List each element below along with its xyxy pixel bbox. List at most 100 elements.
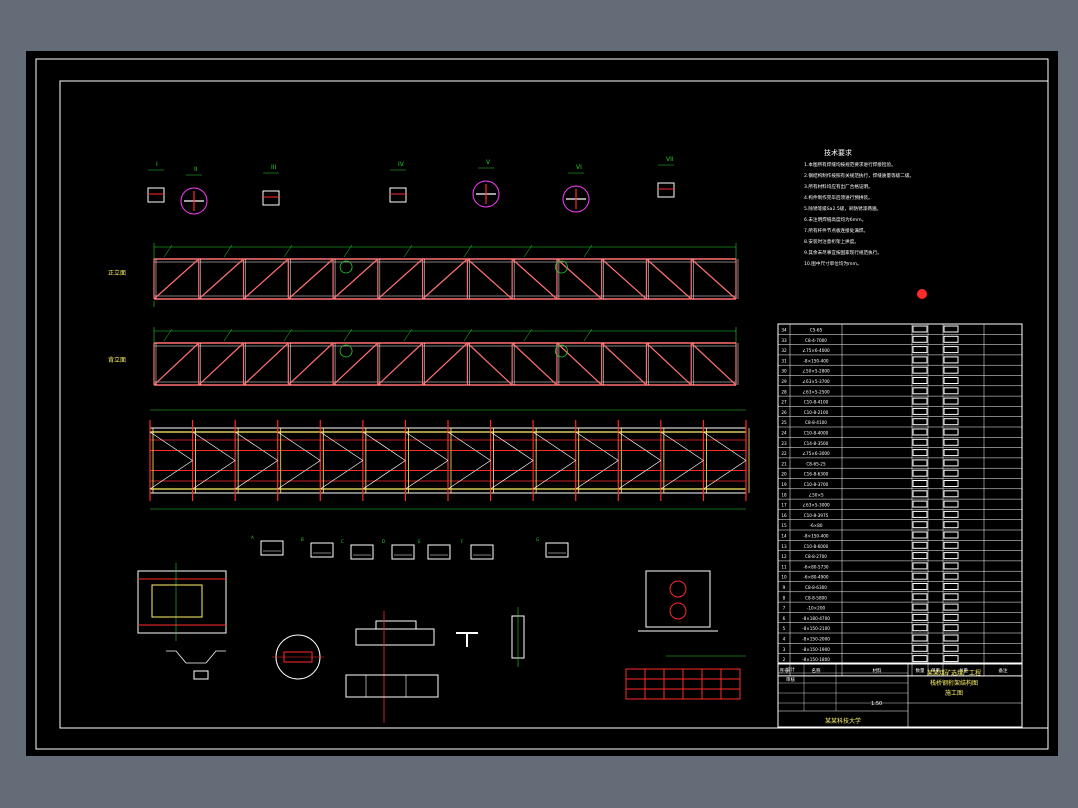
diagonal-member (422, 342, 468, 386)
diagonal-member (511, 258, 558, 300)
plan-bracing (703, 431, 747, 461)
part-name: C8-8-4100 (805, 420, 827, 425)
support-profile (166, 650, 226, 664)
part-name: C14-8-3500 (804, 441, 829, 446)
part-weight-cell (943, 480, 959, 487)
part-qty-cell (912, 335, 928, 343)
part-weight-cell (943, 346, 959, 354)
diagonal-member (556, 342, 603, 386)
part-name: ∠63×5-3700 (802, 379, 830, 384)
part-qty-cell (912, 418, 928, 426)
part-qty-cell (912, 644, 928, 652)
inner-frame (59, 80, 1049, 729)
plan-bracing (660, 460, 704, 490)
part-qty-cell (912, 438, 928, 446)
part-weight-cell (943, 655, 959, 663)
plan-bracing (575, 431, 619, 461)
parts-header-cell: 材料 (873, 667, 882, 674)
rebar-schedule-cell (682, 688, 703, 700)
node-detail-circle (555, 344, 568, 358)
part-number: 26 (781, 410, 787, 415)
section-label: VII (666, 156, 674, 163)
diagonal-member (198, 342, 244, 386)
part-name: ∠75×6-4000 (802, 348, 830, 353)
part-weight-cell (943, 593, 959, 601)
part-name: C8-8-5800 (805, 595, 827, 600)
part-name: C10-8-4000 (804, 431, 829, 436)
plan-bracing (320, 460, 364, 490)
plan-bracing (618, 431, 662, 461)
section-circle (562, 185, 590, 213)
part-qty-cell (912, 552, 928, 560)
part-name: -6×80-4900 (803, 575, 829, 580)
part-weight-cell (943, 521, 959, 529)
plan-bracing (532, 431, 576, 461)
part-number: 18 (781, 492, 787, 497)
part-name: C10-8-4100 (804, 400, 829, 405)
part-qty-cell (912, 500, 928, 508)
plan-bracing (277, 460, 321, 490)
section-label: III (271, 164, 277, 171)
section-label: V (486, 159, 491, 166)
leader-line (463, 244, 473, 258)
part-qty-cell (912, 510, 928, 518)
node-detail-circle (339, 344, 353, 358)
part-name: C8-65-25 (806, 461, 826, 466)
leader-line (523, 328, 533, 342)
plan-bracing (192, 431, 236, 461)
part-qty-cell (912, 655, 928, 663)
leader-line (163, 328, 173, 342)
notes-line: 2.钢结构制作按照有关规范执行，焊缝质量等级二级。 (804, 172, 914, 179)
notes-title: 技术要求 (824, 148, 852, 157)
part-name: ∠75×6-3000 (802, 451, 830, 456)
member-section-label: E (418, 539, 421, 544)
part-weight-cell (943, 624, 959, 632)
section-box (147, 187, 165, 203)
notes-line: 1.本图所有焊缝均按规范要求进行焊接检验。 (804, 161, 896, 168)
rebar-schedule-cell (720, 678, 741, 690)
outer-frame (35, 58, 1049, 750)
part-name: C10-8-6000 (804, 544, 829, 549)
rebar-schedule-cell (644, 688, 665, 700)
beam-section-cap (375, 620, 417, 630)
part-number: 3 (783, 647, 786, 652)
title-project: 某某煤矿选煤厂工程 (927, 669, 981, 677)
part-name: -8×150-1800 (802, 657, 830, 662)
part-number: 6 (783, 616, 786, 621)
diagonal-member (422, 258, 468, 300)
member-section-shape (310, 542, 334, 558)
part-number: 19 (781, 482, 787, 487)
notes-line: 4.构件制作完毕后须进行预拼装。 (804, 194, 873, 201)
section-circle (472, 180, 500, 208)
part-number: 11 (781, 564, 787, 569)
leader-line (223, 244, 233, 258)
part-qty-cell (912, 531, 928, 539)
part-number: 34 (781, 328, 787, 333)
part-name: C8-8-2700 (805, 554, 827, 559)
leader-line (343, 244, 353, 258)
part-qty-cell (912, 480, 928, 487)
leader-line (343, 328, 353, 342)
part-number: 10 (781, 575, 787, 580)
part-number: 30 (781, 369, 787, 374)
part-number: 29 (781, 379, 787, 384)
part-name: -8×150-400 (803, 534, 829, 539)
diagonal-member (690, 342, 737, 386)
rebar-schedule-cell (644, 678, 665, 690)
leader-line (283, 244, 293, 258)
parts-header-cell: 总重 (959, 667, 968, 674)
part-qty-cell (912, 377, 928, 384)
member-section-shape (350, 544, 374, 560)
diagonal-member (287, 258, 334, 300)
part-qty-cell (912, 449, 928, 457)
part-weight-cell (943, 459, 959, 467)
section-box (262, 190, 280, 206)
plan-bracing (405, 460, 449, 490)
member-section-shape (470, 544, 494, 560)
leader-line (583, 328, 593, 342)
part-qty-cell (912, 397, 928, 405)
rebar-schedule-cell (701, 668, 722, 680)
